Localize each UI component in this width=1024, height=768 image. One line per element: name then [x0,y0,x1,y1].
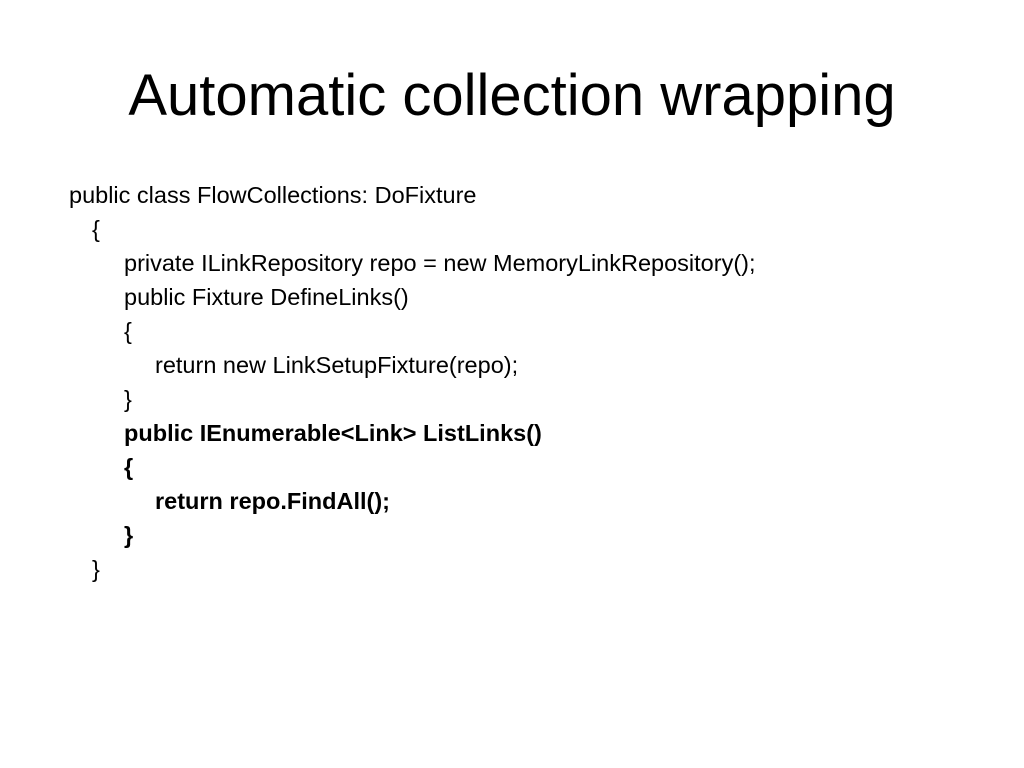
code-line: } [124,386,132,412]
code-line-highlighted: { [124,454,134,480]
code-line: public class FlowCollections: DoFixture [69,182,477,208]
code-line-highlighted: return repo.FindAll(); [155,488,390,514]
code-line: public Fixture DefineLinks() [124,284,409,310]
code-line: } [92,556,100,582]
code-line: { [92,216,100,242]
code-line-highlighted: public IEnumerable<Link> ListLinks() [124,420,542,446]
code-line: { [124,318,132,344]
code-block: public class FlowCollections: DoFixture … [69,178,756,586]
slide-title: Automatic collection wrapping [128,63,896,128]
code-line: return new LinkSetupFixture(repo); [155,352,519,378]
code-line-highlighted: } [124,522,134,548]
code-line: private ILinkRepository repo = new Memor… [124,250,756,276]
